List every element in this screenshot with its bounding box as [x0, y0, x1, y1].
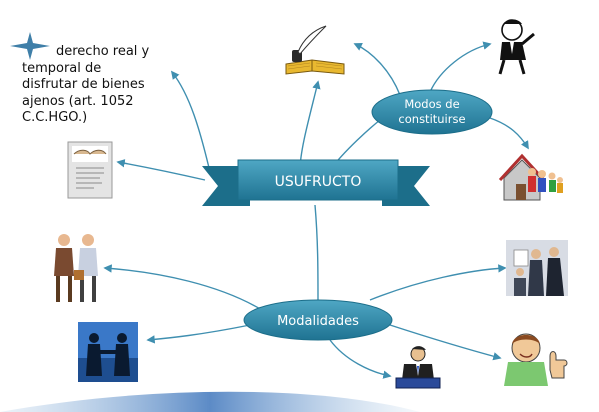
definition-line-5: C.C.HGO.) [22, 110, 88, 125]
bottom-band [0, 391, 420, 412]
connector-modalidades-to-business [103, 264, 263, 311]
connector-modalidades-to-meeting [369, 264, 507, 301]
definition-line-2: temporal de [22, 60, 102, 76]
connector-modalidades-to-desk [329, 339, 392, 379]
definition-line-1: derecho real y [56, 44, 150, 59]
connector-modos-to-writing [353, 43, 401, 96]
connector-to-quill [299, 80, 321, 171]
definition-line-3: disfrutar de bienes [22, 77, 145, 92]
handshake-silhouette-icon [78, 322, 138, 382]
usufructo-banner: USUFRUCTO [202, 159, 430, 206]
connector-modalidades-to-silhouette [146, 324, 251, 344]
modalidades-label: Modalidades [277, 314, 359, 329]
definition-line-4: ajenos (art. 1052 [22, 93, 134, 109]
family-house-icon [498, 153, 563, 201]
connector-to-modalidades [314, 204, 319, 301]
quill-book-icon [285, 25, 345, 75]
thinking-man-icon [498, 19, 535, 75]
connector-modalidades-to-thumbs [389, 324, 502, 361]
definition-text: derecho real y temporal de disfrutar de … [22, 44, 182, 127]
meeting-people-icon [506, 240, 568, 296]
connector-modos-to-thinker [429, 41, 492, 93]
modos-label-line1: Modos de [404, 97, 459, 111]
thumbs-up-man-icon [504, 333, 568, 386]
connector-to-handshake-doc [116, 159, 206, 181]
modalidades-node: Modalidades [243, 299, 393, 341]
modos-node: Modos de constituirse [371, 89, 493, 135]
modos-label-line2: constituirse [398, 112, 465, 126]
businessman-desk-icon [395, 346, 441, 389]
star-icon [10, 32, 50, 60]
handshake-document-icon [67, 141, 113, 199]
connector-modos-to-family [489, 117, 529, 150]
connector-to-definition [170, 70, 211, 173]
business-people-icon [54, 234, 98, 302]
usufructo-label: USUFRUCTO [275, 174, 362, 190]
